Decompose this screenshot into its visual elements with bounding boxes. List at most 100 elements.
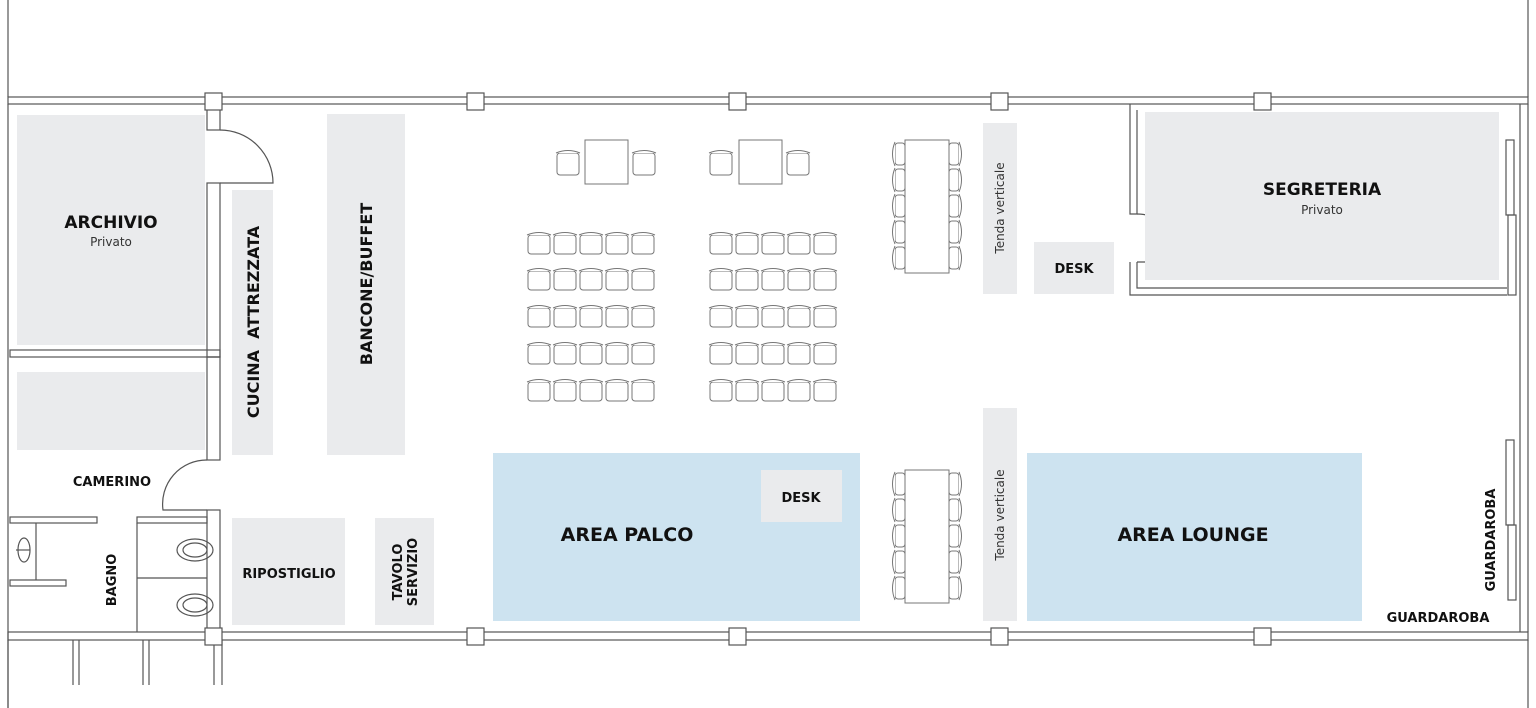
chair-back — [958, 245, 962, 271]
chair-back — [604, 342, 630, 346]
chair-back — [552, 232, 578, 236]
area-lounge[interactable] — [1027, 453, 1362, 621]
bancone-buffet[interactable] — [327, 114, 405, 455]
chair-icon — [892, 471, 906, 497]
chair-back — [578, 232, 604, 236]
chair-seat — [605, 234, 629, 255]
chair-back — [760, 342, 786, 346]
cucina-attrezzata[interactable] — [232, 190, 273, 455]
chair-icon — [734, 232, 760, 255]
chair-back — [552, 268, 578, 272]
chair-seat — [527, 307, 551, 328]
chair-seat — [527, 234, 551, 255]
chair-seat — [527, 344, 551, 365]
chair-seat — [761, 381, 785, 402]
chair-seat — [553, 381, 577, 402]
toilet-icon — [176, 538, 214, 562]
chair-seat — [735, 381, 759, 402]
chair-icon — [526, 268, 552, 291]
chair-seat — [579, 234, 603, 255]
chair-icon — [578, 305, 604, 328]
camerino-label: CAMERINO — [73, 475, 151, 490]
chair-back — [892, 575, 896, 601]
chair-seat — [579, 381, 603, 402]
chair-icon — [630, 342, 656, 365]
chair-back — [631, 150, 657, 154]
chair-icon — [708, 305, 734, 328]
camerino-area[interactable] — [17, 372, 205, 450]
chair-seat — [631, 381, 655, 402]
chair-back — [958, 497, 962, 523]
archivio-room[interactable] — [17, 115, 205, 345]
chair-seat — [948, 168, 960, 192]
chair-seat — [787, 234, 811, 255]
chair-back — [786, 305, 812, 309]
chair-back — [578, 268, 604, 272]
cucina-label: CUCINA ATTREZZATA — [244, 225, 263, 418]
chair-back — [760, 305, 786, 309]
chair-back — [785, 150, 811, 154]
column — [728, 627, 747, 646]
chair-back — [604, 232, 630, 236]
chair-back — [892, 141, 896, 167]
chair-icon — [892, 497, 906, 523]
desk-entrance[interactable] — [1034, 242, 1114, 294]
chair-seat — [894, 246, 906, 270]
chair-back — [578, 305, 604, 309]
segreteria-subtitle: Privato — [1301, 203, 1343, 217]
chair-icon — [948, 219, 962, 245]
desk-label: DESK — [781, 491, 821, 506]
toilet-icon — [176, 593, 214, 617]
chair-icon — [760, 379, 786, 402]
archivio-label: ARCHIVIO — [64, 213, 157, 233]
chair-seat — [579, 270, 603, 291]
chair-seat — [527, 270, 551, 291]
chair-back — [552, 305, 578, 309]
chair-back — [552, 342, 578, 346]
chair-back — [630, 232, 656, 236]
chair-seat — [948, 498, 960, 522]
segreteria-room[interactable] — [1145, 112, 1499, 280]
chair-back — [708, 379, 734, 383]
tenda-label: Tenda verticale — [993, 469, 1007, 561]
chair-icon — [578, 268, 604, 291]
chair-back — [760, 232, 786, 236]
chair-seat — [735, 270, 759, 291]
chair-seat — [948, 142, 960, 166]
chair-icon — [892, 575, 906, 601]
ripostiglio[interactable] — [232, 518, 345, 625]
chair-back — [812, 342, 838, 346]
chair-back — [708, 150, 734, 154]
chair-icon — [760, 305, 786, 328]
column — [990, 627, 1009, 646]
chair-back — [552, 379, 578, 383]
long-table — [904, 139, 950, 274]
chair-back — [630, 379, 656, 383]
chair-seat — [631, 270, 655, 291]
chair-back — [555, 150, 581, 154]
chair-seat — [894, 576, 906, 600]
chair-back — [734, 342, 760, 346]
column — [204, 627, 223, 646]
archivio-subtitle: Privato — [90, 235, 132, 249]
chair-seat — [553, 307, 577, 328]
chair-icon — [708, 150, 734, 176]
tenda-verticale-top — [983, 123, 1017, 294]
tavolo-servizio[interactable] — [375, 518, 434, 625]
chair-back — [630, 268, 656, 272]
chair-icon — [708, 379, 734, 402]
chair-icon — [786, 305, 812, 328]
chair-icon — [630, 268, 656, 291]
chair-icon — [604, 305, 630, 328]
chair-back — [812, 232, 838, 236]
chair-back — [734, 268, 760, 272]
chair-seat — [605, 344, 629, 365]
chair-icon — [734, 268, 760, 291]
chair-seat — [709, 381, 733, 402]
chair-seat — [631, 307, 655, 328]
chair-seat — [813, 381, 837, 402]
ripostiglio-label: RIPOSTIGLIO — [242, 567, 335, 582]
chair-seat — [527, 381, 551, 402]
desk-palco[interactable] — [761, 470, 842, 522]
chair-icon — [604, 268, 630, 291]
